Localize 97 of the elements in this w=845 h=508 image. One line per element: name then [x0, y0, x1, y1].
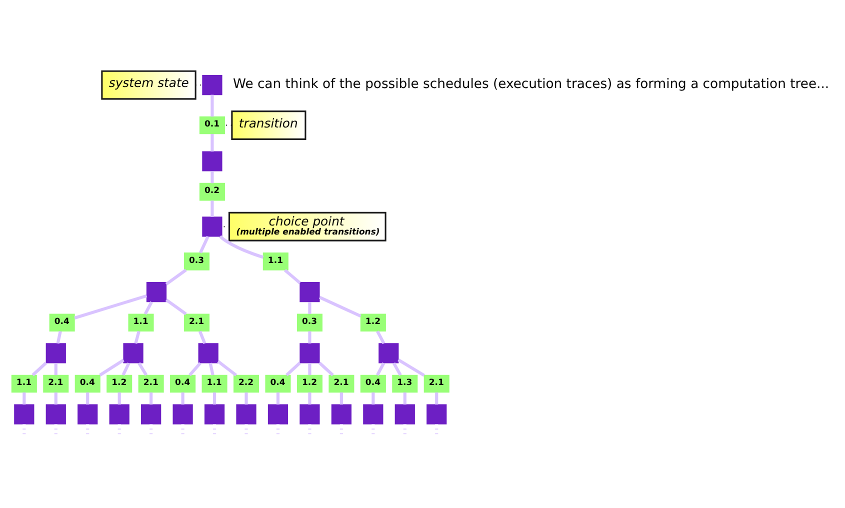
node-box: [300, 282, 320, 302]
connector: [144, 301, 153, 315]
node-box: [331, 404, 352, 424]
connector: [276, 392, 280, 405]
node-box: 0.4: [265, 374, 291, 393]
connector: [210, 134, 214, 152]
connector: [308, 392, 312, 405]
node-box: 2.1: [43, 374, 69, 393]
node-box: [46, 343, 66, 364]
connector: [318, 362, 334, 376]
node-box: 2.1: [184, 314, 210, 332]
connector: [435, 392, 438, 405]
connector: [32, 362, 48, 376]
connector: [376, 330, 386, 344]
node-box: [363, 404, 384, 424]
node-box: 1.1: [128, 314, 154, 332]
connector: [54, 363, 58, 376]
connector: [56, 330, 62, 344]
node-box: 0.3: [184, 252, 210, 270]
connector: [188, 362, 202, 376]
node-box: 1.1: [202, 374, 228, 393]
connector: [398, 358, 425, 377]
node-box: [236, 404, 256, 424]
node-box: [426, 404, 447, 424]
node-box: [300, 404, 320, 424]
connector: [181, 392, 184, 405]
connector: [86, 392, 90, 405]
node-box: [378, 343, 399, 364]
node-box: 0.4: [49, 314, 75, 332]
node-box: 1.1: [11, 374, 37, 393]
connector: [165, 268, 187, 286]
connector: [318, 296, 362, 318]
connector: [122, 362, 130, 376]
connector: [210, 171, 214, 184]
node-box: [141, 404, 162, 424]
node-box: 2.2: [233, 374, 260, 393]
node-box: [172, 404, 193, 424]
connector: [284, 268, 301, 284]
node-box: [146, 282, 167, 302]
node-box: [14, 404, 34, 424]
node-box: system state: [101, 70, 196, 100]
node-box: [202, 74, 222, 96]
connector: [150, 392, 153, 405]
connector: [392, 362, 402, 376]
node-box: transition: [231, 110, 306, 140]
connector: [165, 298, 187, 316]
connector: [134, 330, 140, 344]
node-box: 0.1: [199, 116, 225, 134]
connector: [74, 294, 148, 320]
connector: [208, 362, 214, 376]
connector: [286, 362, 302, 376]
node-box: [204, 404, 225, 424]
connector: [403, 392, 406, 405]
connector: [210, 94, 214, 117]
node-box: [394, 404, 415, 424]
node-box: 2.1: [424, 374, 450, 393]
node-box: [109, 404, 130, 424]
node-box: 0.4: [74, 374, 100, 393]
node-box: 0.4: [360, 374, 386, 393]
node-box: [268, 404, 288, 424]
label: We can think of the possible schedules (execution traces) as forming a computation tree...: [232, 77, 830, 92]
node-box: 1.1: [262, 252, 288, 270]
connector: [372, 392, 375, 405]
connector: [198, 330, 206, 344]
node-box: [123, 343, 144, 364]
node-box: [46, 404, 66, 424]
node-box: 1.2: [360, 314, 386, 332]
node-box: 1.3: [392, 374, 418, 393]
connector: [308, 363, 312, 376]
connector: [54, 392, 58, 405]
connector: [99, 358, 124, 376]
connector: [212, 392, 216, 405]
node-box: [78, 404, 98, 424]
connector: [244, 392, 248, 405]
node-box: [300, 343, 320, 364]
connector: [308, 302, 312, 314]
connector: [340, 392, 343, 405]
connector: [376, 362, 386, 376]
node-box: [202, 216, 222, 237]
node-box: 0.2: [199, 182, 225, 201]
connector: [118, 392, 121, 405]
node-box: 0.3: [296, 314, 322, 332]
node-box: [198, 343, 218, 364]
connector: [308, 331, 312, 344]
connector: [217, 360, 238, 376]
node-box: choice point (multiple enabled transitions): [228, 212, 386, 242]
connector: [22, 392, 26, 405]
connector: [199, 236, 210, 254]
node-box: 1.2: [106, 374, 132, 393]
node-box: 2.1: [138, 374, 164, 393]
node-box: 0.4: [170, 374, 196, 393]
node-box: 2.1: [328, 374, 354, 393]
node-box: [202, 151, 222, 172]
connector: [210, 200, 214, 217]
node-box: 1.2: [296, 374, 322, 393]
connector: [219, 235, 264, 259]
connector: [138, 362, 148, 376]
